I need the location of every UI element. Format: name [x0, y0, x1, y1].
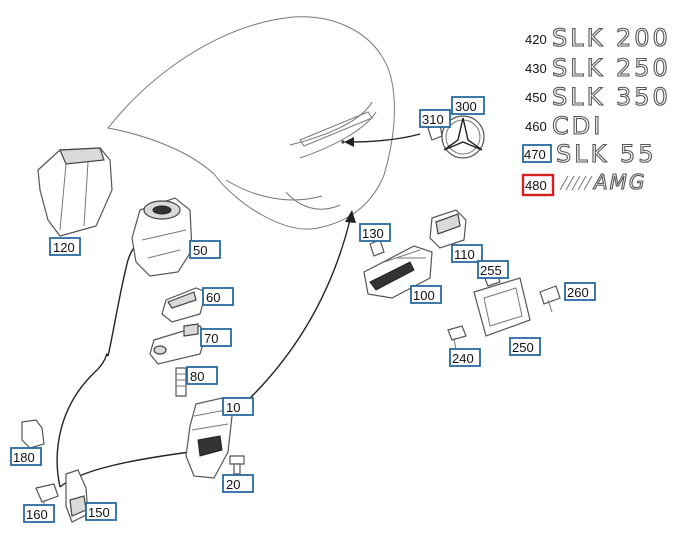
- callout-180: 180: [10, 447, 42, 466]
- pointer-arrows: [56, 133, 421, 488]
- part-110-switch: [429, 209, 467, 249]
- callout-10: 10: [222, 397, 254, 416]
- callout-480: 480: [521, 173, 555, 197]
- part-100-handle: [363, 245, 433, 299]
- callout-50: 50: [189, 240, 221, 259]
- svg-text:SLK 55: SLK 55: [556, 140, 657, 168]
- svg-text:10: 10: [226, 400, 240, 415]
- callout-250: 250: [509, 337, 541, 356]
- part-20-screw: [229, 455, 245, 475]
- svg-text:420: 420: [525, 32, 547, 47]
- part-120-bracket: [37, 147, 113, 237]
- svg-text:130: 130: [362, 226, 384, 241]
- svg-text:300: 300: [455, 99, 477, 114]
- svg-text:110: 110: [454, 247, 475, 262]
- part-260-bolt: [539, 285, 561, 313]
- callout-110: 110: [451, 244, 483, 263]
- svg-text:AMG: AMG: [592, 170, 646, 194]
- emblem-450: 450 SLK 350: [525, 82, 671, 111]
- part-70-switch: [149, 323, 207, 365]
- svg-text:470: 470: [524, 147, 546, 162]
- callout-100: 100: [410, 285, 442, 304]
- emblem-430: 430 SLK 250: [525, 53, 671, 82]
- svg-text:70: 70: [204, 331, 218, 346]
- callout-60: 60: [202, 287, 234, 306]
- svg-text:100: 100: [413, 288, 435, 303]
- svg-text:180: 180: [13, 450, 35, 465]
- part-130-clip: [369, 239, 385, 257]
- svg-text:160: 160: [26, 507, 48, 522]
- emblem-list: 420 SLK 200 430 SLK 250 450 SLK 350 460 …: [525, 23, 671, 195]
- callout-470: 470: [522, 144, 552, 163]
- trunk-lid: [107, 16, 395, 230]
- svg-text:80: 80: [190, 369, 204, 384]
- svg-text:20: 20: [226, 477, 240, 492]
- callout-260: 260: [564, 282, 596, 301]
- part-150-clip: [65, 469, 89, 523]
- callout-70: 70: [200, 328, 232, 347]
- part-50-lock-cylinder: [131, 197, 193, 277]
- callout-255: 255: [477, 260, 509, 279]
- emblem-470: SLK 55: [555, 139, 657, 168]
- svg-text:50: 50: [193, 243, 207, 258]
- amg-stripes-icon: [559, 175, 593, 191]
- svg-text:250: 250: [512, 340, 534, 355]
- callout-130: 130: [359, 223, 391, 242]
- svg-text:450: 450: [525, 90, 547, 105]
- callout-120: 120: [49, 237, 81, 256]
- svg-text:460: 460: [525, 119, 547, 134]
- svg-text:255: 255: [480, 263, 502, 278]
- svg-text:120: 120: [53, 240, 75, 255]
- svg-text:SLK 250: SLK 250: [552, 54, 671, 82]
- svg-text:480: 480: [525, 178, 547, 193]
- svg-text:240: 240: [452, 351, 474, 366]
- callouts: 120 50 60 70 80 10 20 180 160 150 130 11…: [10, 96, 596, 523]
- part-180-cap: [21, 419, 45, 449]
- callout-80: 80: [186, 366, 218, 385]
- part-80-bolt: [175, 367, 187, 397]
- emblem-480: AMG: [559, 169, 646, 195]
- svg-text:SLK 350: SLK 350: [552, 83, 671, 111]
- part-240-bolt: [447, 325, 467, 351]
- part-60-trim: [161, 287, 207, 323]
- star-emblem: [441, 115, 485, 159]
- emblem-420: 420 SLK 200: [525, 23, 671, 52]
- callout-160: 160: [23, 504, 55, 523]
- callout-20: 20: [222, 474, 254, 493]
- svg-text:60: 60: [206, 290, 220, 305]
- callout-240: 240: [449, 348, 481, 367]
- callout-310: 310: [419, 109, 451, 128]
- callout-150: 150: [85, 502, 117, 521]
- svg-text:150: 150: [88, 505, 110, 520]
- svg-text:SLK 200: SLK 200: [552, 24, 671, 52]
- svg-text:CDI: CDI: [552, 112, 603, 140]
- svg-text:430: 430: [525, 61, 547, 76]
- emblem-460: 460 CDI: [525, 111, 603, 140]
- svg-text:260: 260: [567, 285, 589, 300]
- svg-text:310: 310: [422, 112, 444, 127]
- callout-300: 300: [451, 96, 485, 115]
- part-10-latch: [185, 397, 233, 479]
- part-250-plate: [473, 277, 531, 337]
